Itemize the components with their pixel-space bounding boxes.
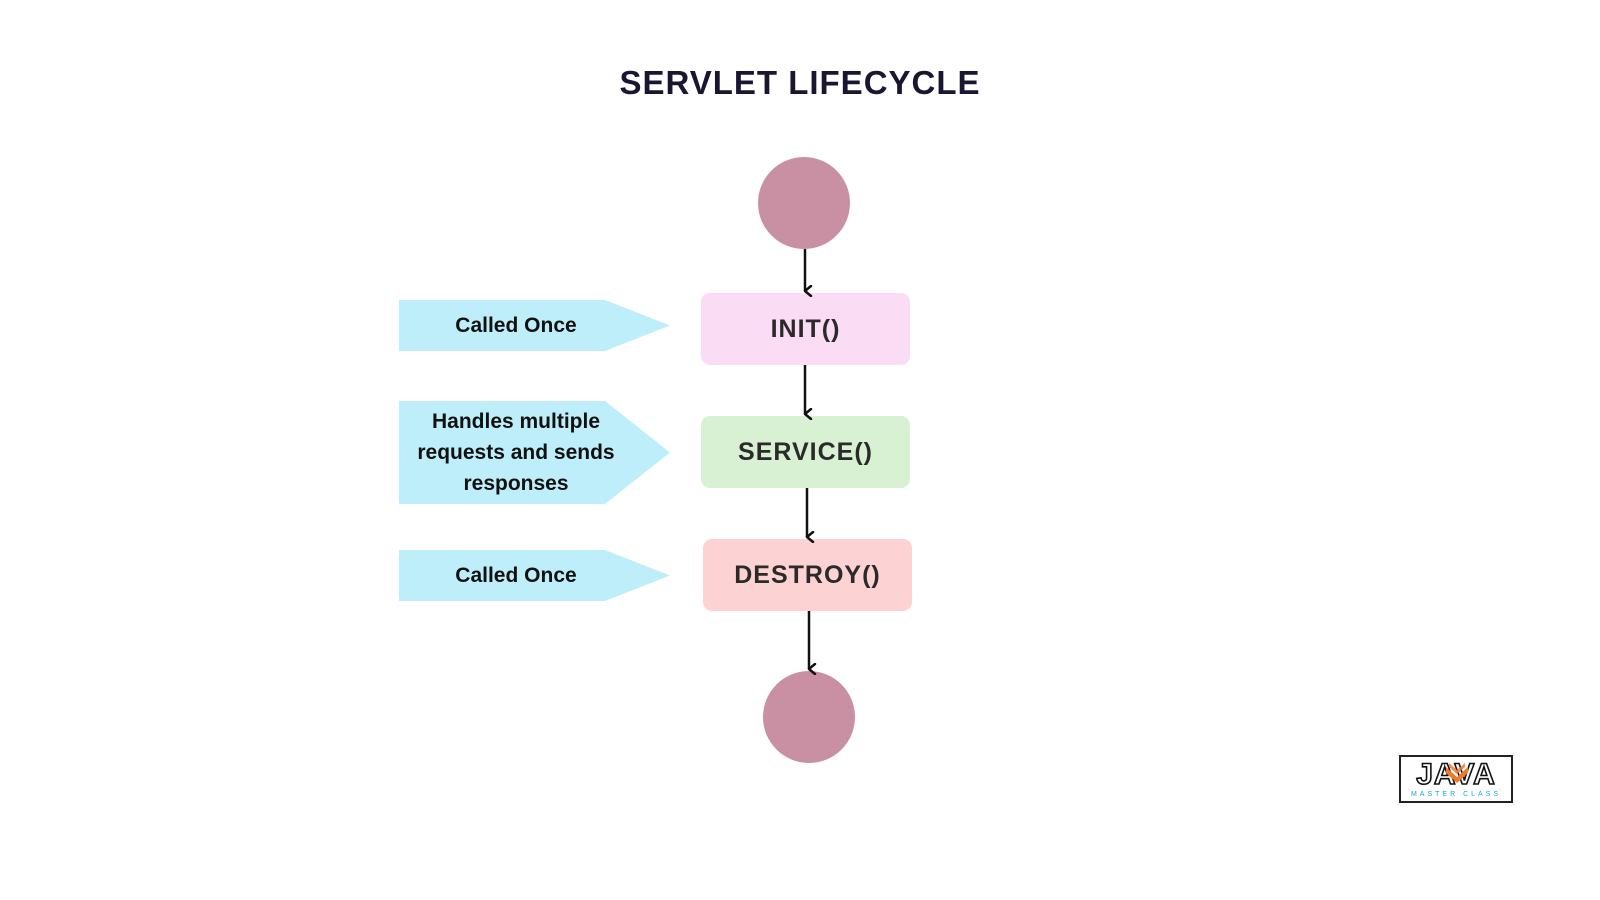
logo-subtitle: MASTER CLASS xyxy=(1410,791,1502,798)
callout-service-shape xyxy=(399,401,670,504)
callout-destroy-text: Called Once xyxy=(455,564,577,587)
callout-init-shape xyxy=(399,300,670,351)
callout-service-text: Handles multiple requests and sends resp… xyxy=(417,410,615,495)
java-master-class-logo: JAVA MASTER CLASS xyxy=(1399,755,1513,803)
destroy-label: DESTROY() xyxy=(734,560,881,589)
callout-init: Called Once xyxy=(399,300,670,351)
init-node: INIT() xyxy=(701,293,910,365)
service-node: SERVICE() xyxy=(701,416,910,488)
diagram-title: SERVLET LIFECYCLE xyxy=(619,64,981,101)
start-node xyxy=(758,157,850,249)
callout-destroy-shape xyxy=(399,550,670,601)
init-label: INIT() xyxy=(770,314,841,343)
orange-chevron-icon xyxy=(1446,763,1468,783)
service-label: SERVICE() xyxy=(738,437,873,466)
callout-destroy: Called Once xyxy=(399,550,670,601)
destroy-node: DESTROY() xyxy=(703,539,912,611)
end-node xyxy=(763,671,855,763)
callout-init-text: Called Once xyxy=(455,314,577,337)
logo-word: JAVA xyxy=(1415,758,1496,792)
callout-service: Handles multiple requests and sends resp… xyxy=(399,401,670,504)
